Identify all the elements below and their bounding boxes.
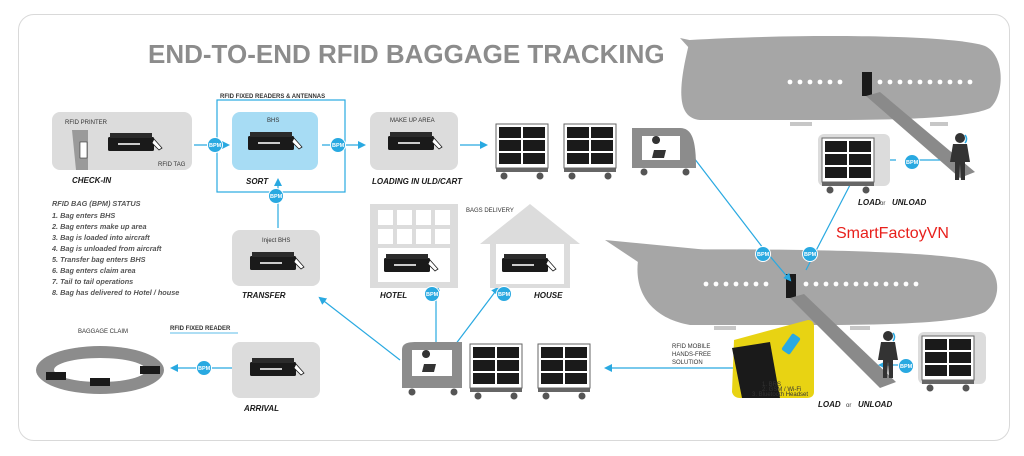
bpm-label: BPM [804, 252, 817, 258]
uld-cart-2 [563, 123, 617, 180]
mobile-line2: HANDS-FREE [672, 352, 711, 358]
bpm-label: BPM [332, 143, 345, 149]
checkin-label: CHECK-IN [72, 176, 111, 185]
bpm-marker-load-top: BPM [904, 154, 920, 170]
status-item: 5. Transfer bag enters BHS [52, 255, 146, 264]
load-top-area: LOAD or UNLOAD [818, 132, 971, 207]
bhs-label: BHS [267, 118, 279, 124]
bags-delivery-label: BAGS DELIVERY [466, 208, 514, 214]
bpm-label: BPM [498, 292, 511, 298]
uld-cart-4 [537, 343, 591, 400]
make-up-area-label: MAKE UP AREA [390, 118, 435, 124]
load-bottom-area: LOAD or UNLOAD [818, 330, 986, 409]
load-bottom-or: or [846, 403, 851, 409]
station-transfer: Inject BHS TRANSFER [232, 230, 320, 300]
bpm-label: BPM [900, 364, 913, 370]
status-heading: RFID BAG (BPM) STATUS [52, 199, 141, 208]
station-house: BAGS DELIVERY HOUSE [466, 204, 580, 300]
status-item: 2. Bag enters make up area [51, 222, 147, 231]
status-item: 6. Bag enters claim area [52, 266, 136, 275]
bpm-label: BPM [757, 252, 770, 258]
status-list: RFID BAG (BPM) STATUS 1. Bag enters BHS … [51, 199, 179, 297]
inject-bhs-label: Inject BHS [262, 238, 290, 244]
phone-l2: 2. GSM / Wi-Fi [762, 387, 801, 393]
station-checkin: RFID PRINTER RFID TAG CHECK-IN [52, 112, 192, 185]
house-label: HOUSE [534, 291, 563, 300]
brand-watermark: SmartFactoyVN [836, 225, 949, 242]
bpm-label: BPM [426, 292, 439, 298]
bpm-label: BPM [270, 194, 283, 200]
uld-cart-1 [495, 123, 549, 180]
bpm-label: BPM [198, 366, 211, 372]
uld-cart-3 [469, 343, 523, 400]
station-sort: RFID FIXED READERS & ANTENNAS BHS SORT [220, 94, 325, 186]
fixed-readers-label: RFID FIXED READERS & ANTENNAS [220, 94, 325, 100]
bpm-marker-hotel: BPM [424, 286, 440, 302]
load-bottom-label: LOAD [818, 400, 841, 409]
status-item: 1. Bag enters BHS [52, 211, 115, 220]
bpm-marker-load-bottom: BPM [898, 358, 914, 374]
bpm-marker-aircraft-2: BPM [802, 246, 818, 262]
bpm-marker-checkin: BPM [207, 137, 223, 153]
loading-label: LOADING IN ULD/CART [372, 177, 463, 186]
mobile-line1: RFID MOBILE [672, 344, 710, 350]
tug-top [632, 128, 696, 176]
airplane-bottom [605, 240, 998, 388]
page-title: END-TO-END RFID BAGGAGE TRACKING [148, 39, 665, 69]
tug-bottom [402, 342, 462, 396]
arrival-label: ARRIVAL [243, 404, 279, 413]
bpm-label: BPM [906, 160, 919, 166]
rfid-printer-label: RFID PRINTER [65, 120, 108, 126]
airplane-top [680, 36, 1001, 178]
station-hotel: HOTEL [370, 204, 458, 300]
status-item: 4. Bag is unloaded from aircraft [51, 244, 162, 253]
load-top-label: LOAD [858, 198, 881, 207]
bpm-marker-house: BPM [496, 286, 512, 302]
bpm-marker-aircraft-1: BPM [755, 246, 771, 262]
transfer-label: TRANSFER [242, 291, 286, 300]
bpm-markers: BPM BPM BPM BPM BPM BPM BPM BPM BPM BPM [196, 137, 920, 376]
phone-l3: 3. Bluetooth Headset [752, 392, 808, 398]
unload-top-label: UNLOAD [892, 198, 926, 207]
bpm-marker-sort: BPM [330, 137, 346, 153]
load-top-or: or [880, 201, 885, 207]
mobile-line3: SOLUTION [672, 360, 703, 366]
mobile-solution: RFID MOBILE HANDS-FREE SOLUTION 1. BRS 2… [672, 320, 814, 398]
station-claim: BAGGAGE CLAIM RFID FIXED READER [36, 326, 238, 394]
sort-label: SORT [246, 177, 269, 186]
fixed-reader-label: RFID FIXED READER [170, 326, 231, 332]
hotel-label: HOTEL [380, 291, 407, 300]
status-item: 8. Bag has delivered to Hotel / house [52, 288, 179, 297]
station-arrival: ARRIVAL [232, 342, 320, 413]
unload-bottom-label: UNLOAD [858, 400, 892, 409]
bpm-marker-inject: BPM [268, 188, 284, 204]
bpm-label: BPM [209, 143, 222, 149]
status-item: 3. Bag is loaded into aircraft [52, 233, 150, 242]
baggage-claim-label: BAGGAGE CLAIM [78, 329, 128, 335]
rfid-tag-label: RFID TAG [158, 162, 186, 168]
station-loading: MAKE UP AREA LOADING IN ULD/CART [370, 112, 463, 186]
phone-l1: 1. BRS [762, 382, 781, 388]
status-item: 7. Tail to tail operations [52, 277, 133, 286]
bpm-marker-claim: BPM [196, 360, 212, 376]
